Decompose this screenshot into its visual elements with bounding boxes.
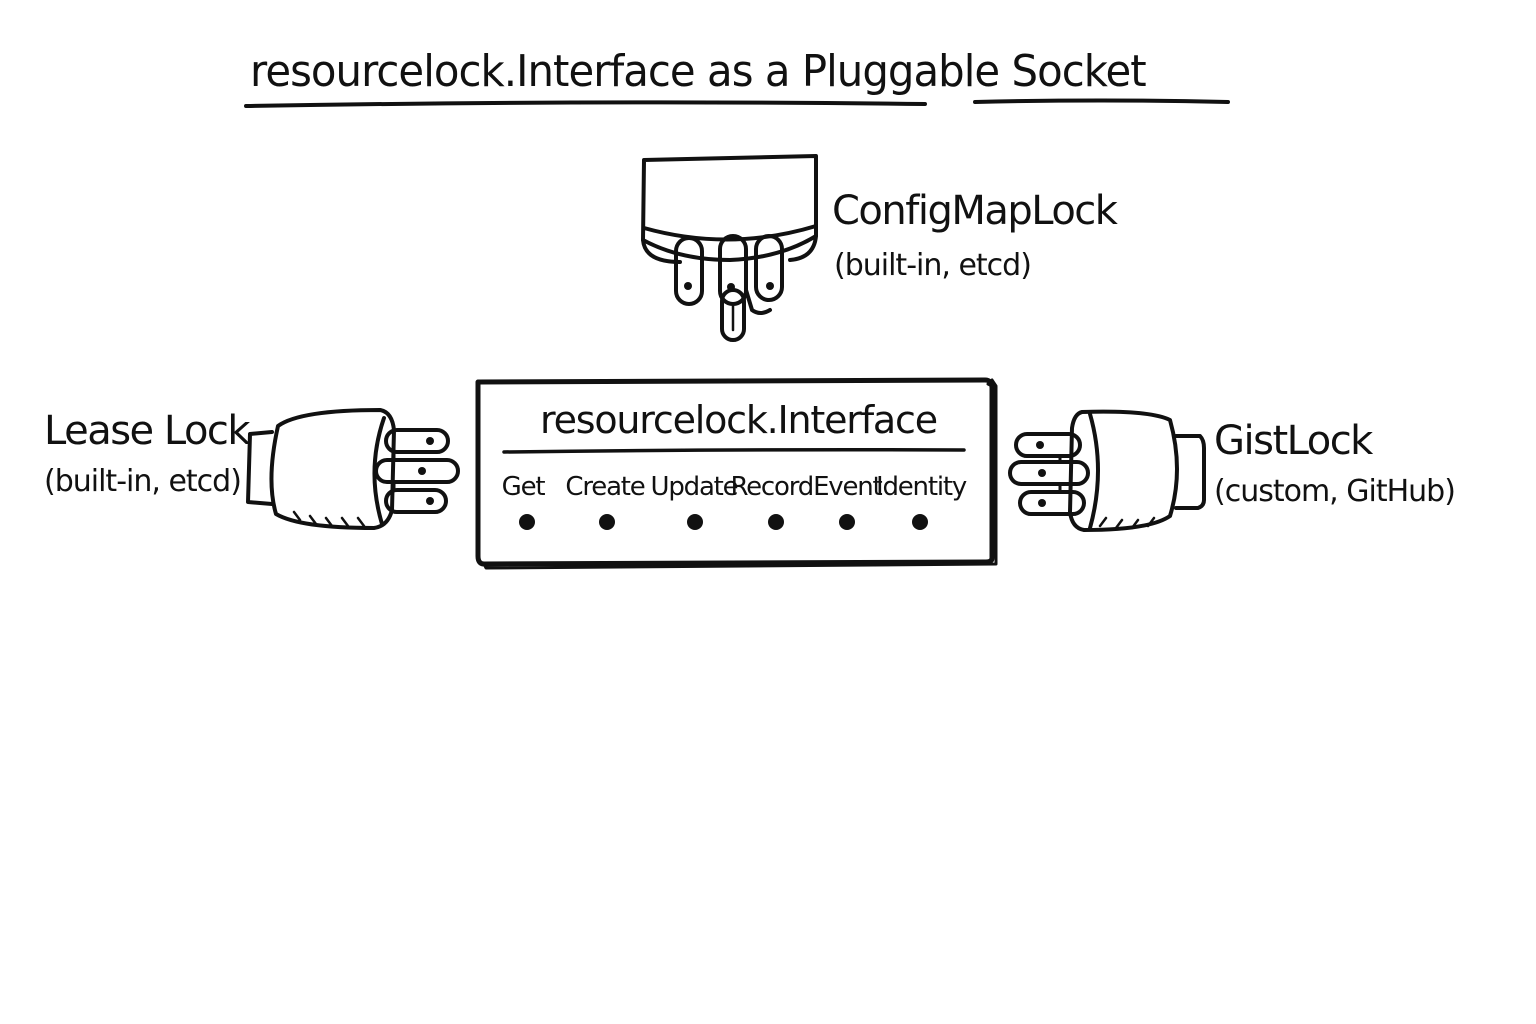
leaselock-detail: (built-in, etcd)	[44, 464, 242, 499]
configmaplock-label: ConfigMapLock	[832, 188, 1118, 234]
socket-pins	[519, 514, 928, 530]
pin-hole	[912, 514, 928, 530]
pin-hole	[839, 514, 855, 530]
gistlock-detail: (custom, GitHub)	[1214, 474, 1456, 509]
pin-hole	[599, 514, 615, 530]
gistlock-plug-icon	[1008, 409, 1206, 532]
pin-hole	[687, 514, 703, 530]
gistlock-label: GistLock	[1214, 418, 1373, 464]
method-label-create: Create	[565, 472, 645, 502]
leaselock-label: Lease Lock	[44, 408, 251, 454]
title-underline	[244, 98, 1230, 108]
configmaplock-plug-icon	[641, 154, 818, 342]
socket-divider	[502, 448, 966, 454]
diagram-title: resourcelock.Interface as a Pluggable So…	[250, 46, 1147, 97]
socket-box	[475, 377, 998, 570]
method-label-identity: Identity	[875, 472, 967, 502]
pin-hole	[768, 514, 784, 530]
socket-title: resourcelock.Interface	[540, 398, 938, 442]
method-label-recordevent: RecordEvent	[730, 472, 882, 502]
method-label-get: Get	[501, 472, 546, 502]
method-label-update: Update	[650, 472, 739, 502]
leaselock-plug-icon	[246, 408, 460, 530]
pin-hole	[519, 514, 535, 530]
configmaplock-detail: (built-in, etcd)	[834, 248, 1032, 283]
